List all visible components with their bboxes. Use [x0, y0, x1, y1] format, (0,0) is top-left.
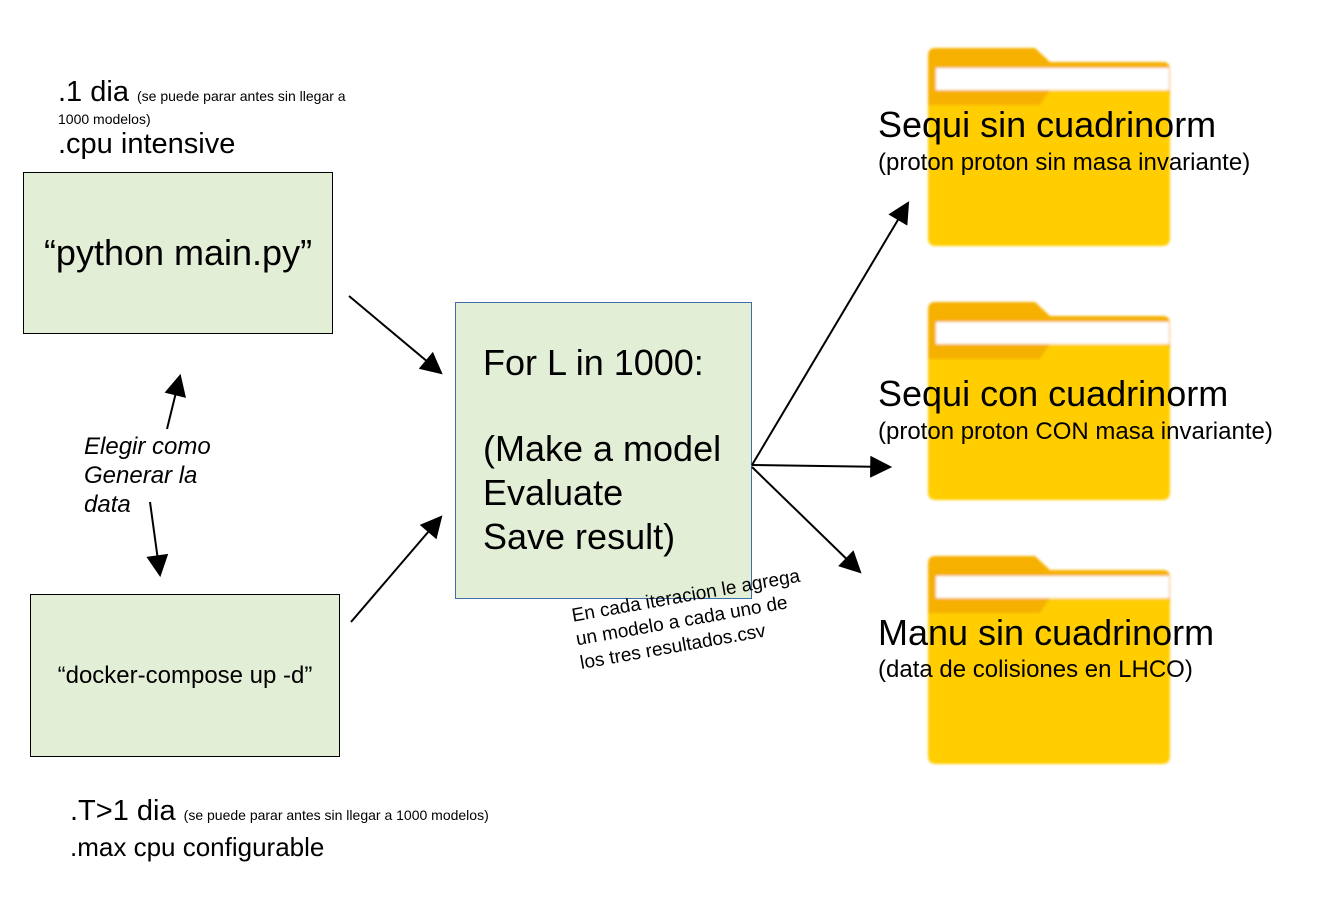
time-note-top-detail: (se puede parar antes sin llegar a: [137, 88, 346, 104]
time-note-bottom-detail: (se puede parar antes sin llegar a 1000 …: [183, 807, 489, 823]
python-command-box: “python main.py”: [23, 172, 333, 334]
folder-icon: [928, 48, 1170, 246]
arrow-icon: [146, 501, 169, 578]
folder-3-title: Manu sin cuadrinorm: [878, 612, 1215, 653]
cpu-note-bottom: .max cpu configurable: [70, 832, 325, 862]
arrow-icon: [350, 515, 443, 623]
arrow-icon: [751, 201, 910, 466]
folder-2-title: Sequi con cuadrinorm: [878, 373, 1229, 414]
folder-1-title: Sequi sin cuadrinorm: [878, 104, 1217, 145]
folder-icon: [928, 556, 1170, 764]
python-command-label: “python main.py”: [43, 232, 313, 273]
loop-box: For L in 1000: (Make a model Evaluate Sa…: [455, 302, 752, 599]
folder-1-subtitle: (proton proton sin masa invariante): [878, 149, 1251, 176]
loop-step-save: Save result): [483, 516, 676, 557]
choose-note-line3: data: [84, 491, 131, 518]
folder-2-subtitle: (proton proton CON masa invariante): [878, 418, 1273, 445]
choose-note-line2: Generar la: [84, 462, 198, 489]
loop-step-evaluate: Evaluate: [483, 472, 624, 513]
time-note-top-detail-cont: 1000 modelos): [58, 111, 151, 127]
loop-step-make-model: (Make a model: [483, 428, 722, 469]
docker-command-box: “docker-compose up -d”: [30, 594, 340, 757]
folder-3-subtitle: (data de colisiones en LHCO): [878, 656, 1193, 683]
folder-icon: [928, 302, 1170, 500]
choose-note-line1: Elegir como: [84, 433, 211, 460]
loop-header: For L in 1000:: [483, 342, 704, 383]
time-note-top: .1 dia (se puede parar antes sin llegar …: [58, 78, 346, 107]
time-note-bottom-main: .T>1 dia: [70, 795, 176, 827]
choose-generation-note: Elegir como Generar la data: [84, 432, 211, 519]
docker-command-label: “docker-compose up -d”: [57, 661, 313, 689]
time-note-top-main: .1 dia: [58, 76, 129, 108]
time-note-bottom: .T>1 dia (se puede parar antes sin llega…: [70, 797, 489, 826]
arrow-icon: [164, 373, 186, 430]
cpu-note-top: .cpu intensive: [58, 128, 236, 160]
arrow-icon: [348, 295, 443, 375]
arrow-icon: [751, 455, 893, 478]
arrow-icon: [751, 466, 862, 574]
